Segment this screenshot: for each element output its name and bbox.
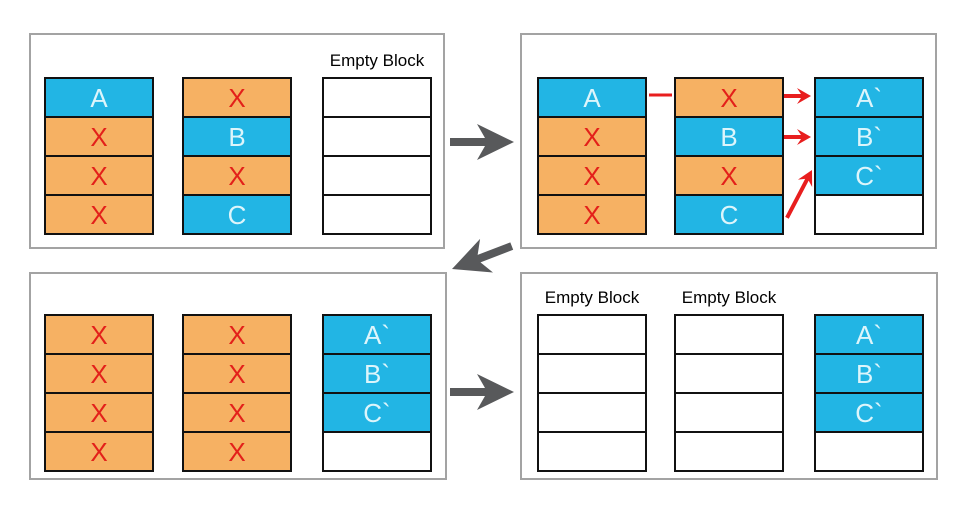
block-column	[322, 77, 432, 235]
block	[537, 431, 647, 472]
block-column: X B X C	[674, 77, 784, 235]
block: A`	[814, 314, 924, 355]
block: X	[182, 353, 292, 394]
block: X	[537, 194, 647, 235]
arrow-down-left-icon	[445, 229, 519, 286]
panel-copy-valid-pages: A X X X X B X C A` B` C`	[520, 33, 937, 249]
block	[674, 431, 784, 472]
block: A	[537, 77, 647, 118]
block-column: A X X X	[537, 77, 647, 235]
block	[674, 314, 784, 355]
arrow-right-icon	[450, 374, 514, 410]
block: B`	[814, 353, 924, 394]
block-column: X B X C	[182, 77, 292, 235]
block	[322, 116, 432, 157]
block: X	[44, 194, 154, 235]
block: X	[44, 314, 154, 355]
block: C	[182, 194, 292, 235]
block	[537, 353, 647, 394]
block-column: A` B` C`	[814, 314, 924, 472]
block: B`	[814, 116, 924, 157]
block-column: A X X X	[44, 77, 154, 235]
panel-before-gc: A X X X X B X C Empty Block	[29, 33, 445, 249]
block-column: X X X X	[44, 314, 154, 472]
block-column	[537, 314, 647, 472]
block-column	[674, 314, 784, 472]
block	[814, 194, 924, 235]
block: B	[182, 116, 292, 157]
block: C`	[814, 155, 924, 196]
block: X	[44, 155, 154, 196]
block	[814, 431, 924, 472]
block: C	[674, 194, 784, 235]
block-column: A` B` C`	[322, 314, 432, 472]
block	[537, 392, 647, 433]
panel-after-erase: Empty Block Empty Block A` B` C`	[520, 272, 938, 480]
block	[322, 431, 432, 472]
block: A`	[814, 77, 924, 118]
block	[674, 353, 784, 394]
block	[537, 314, 647, 355]
block: A	[44, 77, 154, 118]
block: X	[537, 155, 647, 196]
block-column: A` B` C`	[814, 77, 924, 235]
block: A`	[322, 314, 432, 355]
empty-block-label: Empty Block	[681, 288, 777, 307]
block	[674, 392, 784, 433]
block: X	[182, 77, 292, 118]
empty-block-label: Empty Block	[544, 288, 640, 307]
block: B	[674, 116, 784, 157]
block	[322, 155, 432, 196]
empty-block-label: Empty Block	[329, 51, 425, 70]
block: X	[44, 353, 154, 394]
block: B`	[322, 353, 432, 394]
block: X	[537, 116, 647, 157]
panel-after-copy: X X X X X X X X A` B` C`	[29, 272, 447, 480]
block: X	[674, 77, 784, 118]
block: X	[44, 392, 154, 433]
block: X	[44, 431, 154, 472]
block	[322, 77, 432, 118]
block: X	[182, 392, 292, 433]
block: X	[182, 155, 292, 196]
block: X	[44, 116, 154, 157]
block: C`	[322, 392, 432, 433]
block: X	[182, 314, 292, 355]
block: X	[674, 155, 784, 196]
block	[322, 194, 432, 235]
block-column: X X X X	[182, 314, 292, 472]
block: X	[182, 431, 292, 472]
arrow-right-icon	[450, 124, 514, 160]
block: C`	[814, 392, 924, 433]
